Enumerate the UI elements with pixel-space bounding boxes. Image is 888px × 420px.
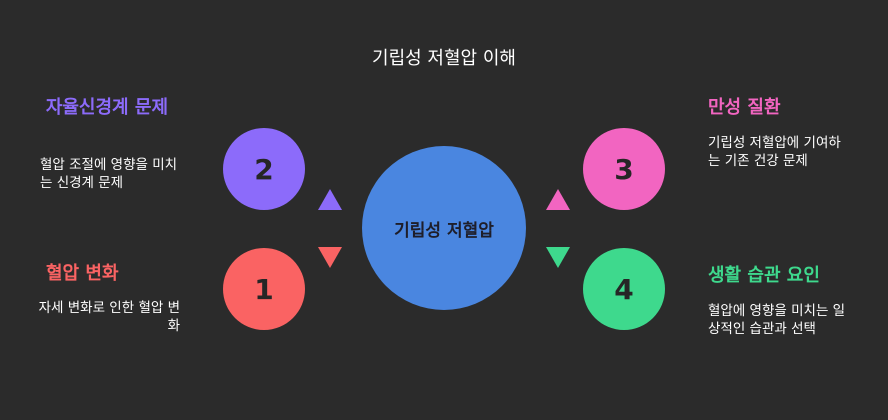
number-label-2: 2 xyxy=(254,152,274,186)
number-label-1: 1 xyxy=(254,272,274,306)
number-circle-2: 2 xyxy=(223,128,305,210)
number-label-4: 4 xyxy=(614,272,634,306)
triangle-up-icon xyxy=(318,189,342,210)
number-circle-1: 1 xyxy=(223,248,305,330)
heading-2: 자율신경계 문제 xyxy=(45,97,168,118)
heading-1: 혈압 변화 xyxy=(46,263,119,284)
triangle-up-icon xyxy=(546,189,570,210)
number-circle-3: 3 xyxy=(583,128,665,210)
description-3: 기립성 저혈압에 기여하는 기존 건강 문제 xyxy=(708,135,841,169)
heading-3: 만성 질환 xyxy=(708,97,781,118)
description-4: 혈압에 영향을 미치는 일상적인 습관과 선택 xyxy=(708,303,846,337)
number-circle-4: 4 xyxy=(583,248,665,330)
triangle-down-icon xyxy=(318,247,342,268)
description-1: 자세 변화로 인한 혈압 변화 xyxy=(38,300,180,334)
center-label: 기립성 저혈압 xyxy=(394,220,494,241)
triangle-down-icon xyxy=(546,247,570,268)
heading-4: 생활 습관 요인 xyxy=(708,265,820,286)
diagram-title: 기립성 저혈압 이해 xyxy=(372,48,516,69)
center-circle: 기립성 저혈압 xyxy=(362,146,526,310)
number-label-3: 3 xyxy=(614,152,634,186)
description-2: 혈압 조절에 영향을 미치는 신경계 문제 xyxy=(40,157,178,191)
